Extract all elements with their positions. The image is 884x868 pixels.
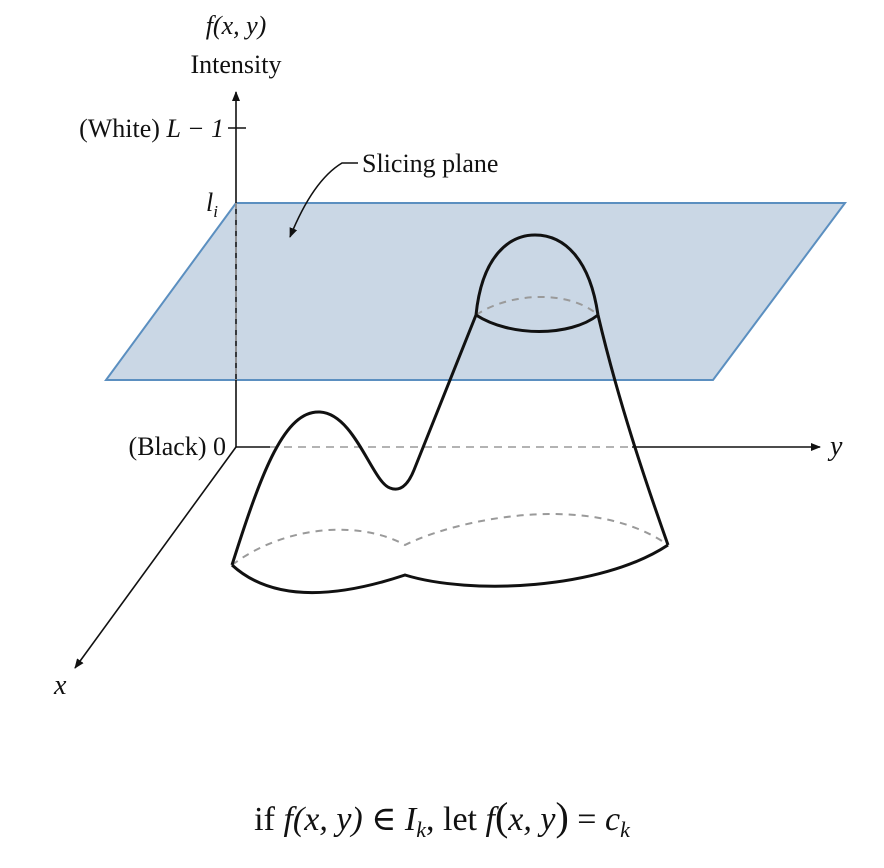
vertical-axis-name-label: Intensity	[191, 50, 282, 79]
white-level-label: (White) L − 1	[79, 114, 224, 143]
x-axis-label: x	[53, 670, 67, 701]
slicing-rule-formula: if f(x, y) ∈ Ik, let f(x, y) = ck	[254, 794, 631, 842]
y-axis-label: y	[827, 431, 843, 462]
peak-slice-front-edge	[475, 313, 599, 333]
slicing-plane-label: Slicing plane	[362, 149, 498, 178]
peak-slice-back-edge	[475, 296, 599, 316]
intensity-surface-outline	[230, 314, 478, 566]
slicing-plane-leader	[289, 162, 358, 238]
surface-right-edge	[596, 314, 670, 546]
vertical-axis-function-label: f(x, y)	[206, 11, 267, 40]
surface-base-front-edge	[230, 543, 669, 595]
slicing-plane	[104, 202, 847, 381]
peak-cap	[474, 233, 600, 316]
x-axis	[74, 446, 237, 669]
black-level-label: (Black) 0	[129, 432, 226, 461]
slice-level-label: li	[206, 188, 218, 221]
surface-base-back-edge	[231, 513, 669, 566]
